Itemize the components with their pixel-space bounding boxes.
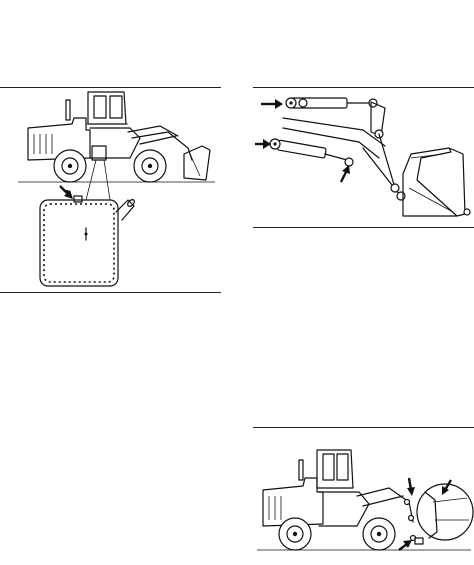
fuel-tank-detail <box>39 195 135 287</box>
rule-left-top <box>0 87 221 88</box>
wheel-loader-side-view <box>257 449 471 551</box>
magnified-detail-circle <box>414 483 474 545</box>
figure-front-lubrication <box>253 440 474 564</box>
rule-right-mid <box>253 227 474 228</box>
wheel-loader-side-view <box>18 91 215 201</box>
rule-right-lower <box>253 427 474 428</box>
loader-linkage-cylinders <box>269 97 406 201</box>
arrow-indicator <box>255 99 350 183</box>
rule-right-top <box>253 87 474 88</box>
bucket <box>402 147 471 217</box>
figure-fuel-tank <box>0 88 222 292</box>
rule-left-bottom <box>0 292 221 293</box>
figure-linkage-lubrication <box>253 88 474 226</box>
arrow-indicator <box>398 477 453 551</box>
arrow-indicator <box>59 185 73 199</box>
